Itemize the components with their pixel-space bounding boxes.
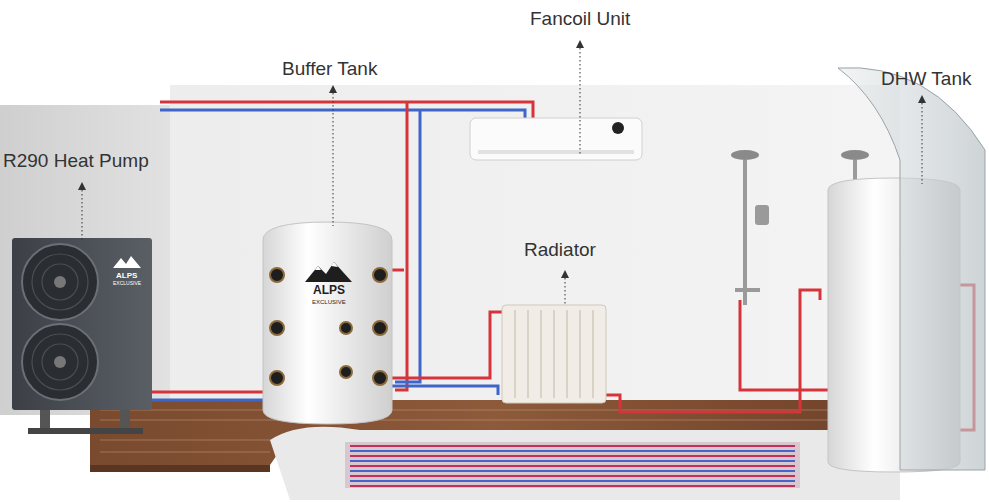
callout-label: Fancoil Unit <box>530 8 630 30</box>
brand-logo: EXCLUSIVE <box>113 281 141 287</box>
callout-label: R290 Heat Pump <box>3 150 149 172</box>
callout-label: DHW Tank <box>881 68 971 90</box>
brand-logo: ALPS <box>313 284 345 298</box>
brand-logo: ALPS <box>116 271 137 280</box>
brand-logo: EXCLUSIVE <box>312 299 346 306</box>
callout-label: Radiator <box>524 239 596 261</box>
callout-label: Buffer Tank <box>282 58 377 80</box>
